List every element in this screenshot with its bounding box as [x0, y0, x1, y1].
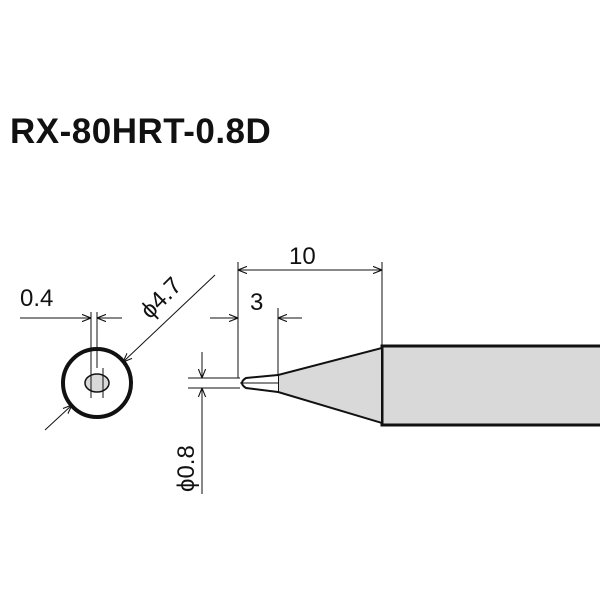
end-view-inner-ellipse: [84, 373, 110, 393]
model-title: RX-80HRT-0.8D: [10, 112, 272, 151]
dim-tip-width-label: ϕ0.8: [173, 445, 200, 492]
dim-tip-length-label: 3: [250, 289, 263, 316]
side-view: [240, 344, 600, 427]
dim-shank-diameter-label: ϕ4.7: [135, 272, 187, 324]
dim-tip-thickness: 0.4: [20, 285, 122, 368]
dim-tip-thickness-label: 0.4: [20, 285, 53, 312]
dim-overall-length-label: 10: [289, 243, 316, 270]
tip-body: [380, 344, 600, 427]
dim-shank-diameter: ϕ4.7: [44, 272, 216, 431]
dim-tip-width: ϕ0.8: [173, 352, 240, 494]
tip-taper: [277, 346, 383, 425]
dim-tip-length: 3: [210, 289, 302, 375]
dim-overall-length: 10: [237, 243, 383, 378]
